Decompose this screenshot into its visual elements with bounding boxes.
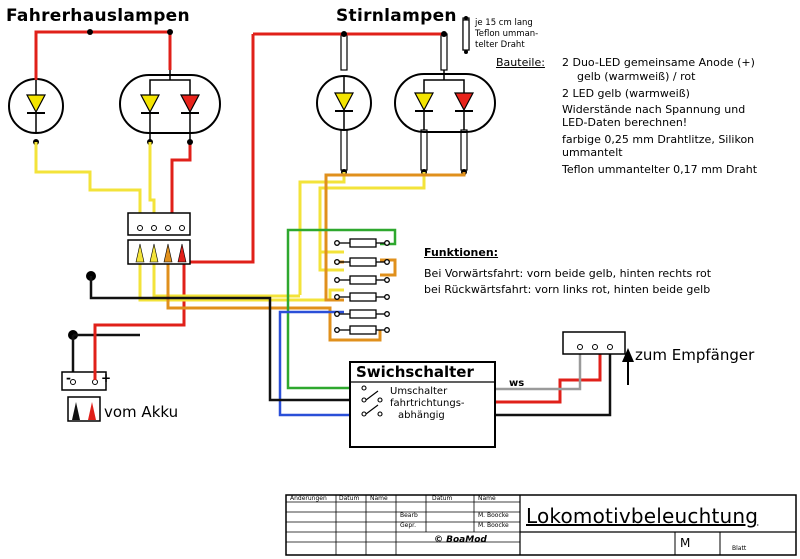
front-lamp-right-duo [394,70,496,133]
parts-item: 2 LED gelb (warmweiß) [562,87,690,100]
wire-note-line: je 15 cm lang [475,18,533,28]
green-wire [286,228,397,390]
parts-item: 2 Duo-LED gemeinsame Anode (+) [562,56,755,69]
receiver-label: zum Empfänger [635,346,755,364]
cab-lamp-left [8,78,64,134]
tb-header: Datum [432,495,453,502]
tb-row-name: M. Boocke [478,512,509,519]
wire-note-marker [462,16,470,54]
function-line: bei Rückwärtsfahrt: vorn links rot, hint… [424,283,711,296]
tb-row-name: M. Boocke [478,522,509,529]
tb-row-label: Bearb [400,512,418,519]
drawing-title: Lokomotivbeleuchtung [526,504,759,528]
wire-note-line: Teflon umman- [475,29,539,39]
tb-header: Datum [339,495,360,502]
battery-plus: + [101,371,112,385]
switch-desc-line: fahrtrichtungs- [390,398,465,409]
blue-wire [278,310,360,417]
company-logo: © BoaMod [434,535,487,545]
functions-title: Funktionen: [424,246,499,259]
grey-wire [495,350,582,391]
wire-label-ws: ws [509,378,525,389]
function-line: Bei Vorwärtsfahrt: vorn beide gelb, hint… [424,267,712,280]
parts-label: Bauteile: [496,56,545,69]
front-lamps-heading: Stirnlampen [336,6,457,26]
tb-header: Name [370,495,388,502]
tb-row-label: Gepr. [400,522,416,529]
parts-item: ummantelt [562,146,623,159]
red-wires [34,30,602,404]
switch-title: Swichschalter [356,363,474,381]
connector-block [127,212,191,265]
parts-item: LED-Daten berechnen! [562,116,688,129]
cab-lamps-heading: Fahrerhauslampen [6,6,190,26]
scale-field: M [680,536,691,550]
switch-box [349,361,496,448]
receiver-plug [562,331,634,385]
battery-minus: - [66,371,71,385]
company-name: BoaMod [446,535,487,545]
parts-item: Widerstände nach Spannung und [562,103,746,116]
orange-wires [166,172,466,342]
parts-item: gelb (warmweiß) / rot [577,70,696,83]
tb-header: Name [478,495,496,502]
resistor-array [334,238,390,335]
parts-item: farbige 0,25 mm Drahtlitze, Silikon [562,133,755,146]
title-block-frame [285,494,797,556]
wire-note-line: telter Draht [475,40,525,50]
junction-dots [33,29,467,340]
switch-desc-line: Umschalter [390,386,448,397]
front-lamp-left [316,75,372,131]
parts-item: Teflon ummantelter 0,17 mm Draht [562,163,758,176]
teflon-wires [340,17,470,171]
tb-header: Änderungen [290,495,327,502]
switch-desc-line: abhängig [398,410,445,421]
cab-lamp-right-duo [119,70,221,140]
battery-label: vom Akku [104,403,179,421]
sheet-label: Blatt [732,545,747,552]
